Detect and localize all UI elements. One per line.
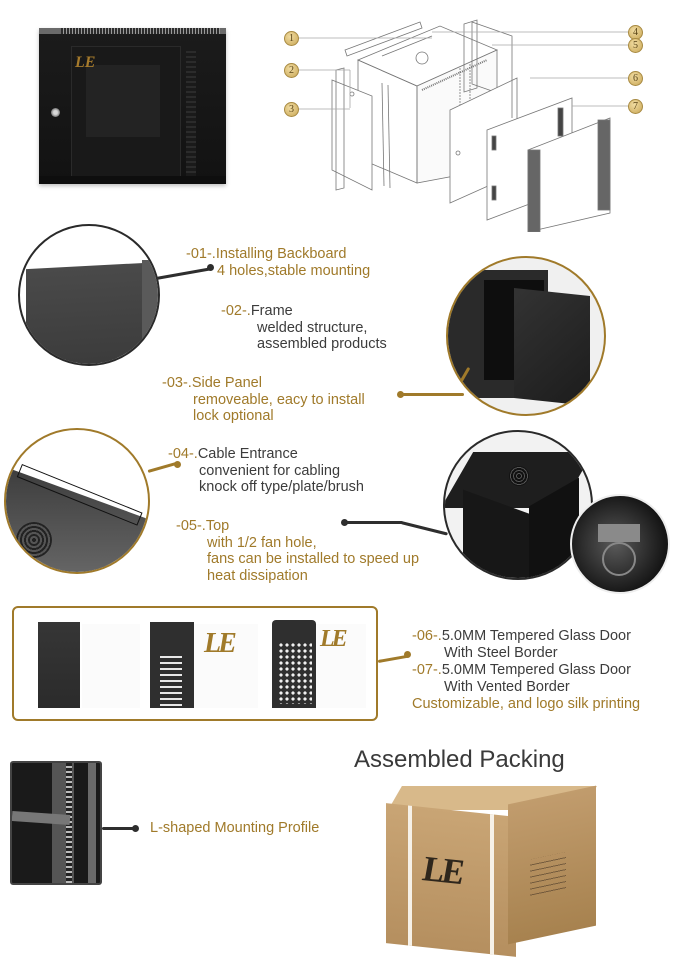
- feature-01-title: Installing Backboard: [215, 246, 347, 262]
- feature-02: -02-.Frame welded structure, assembled p…: [221, 303, 387, 352]
- brand-logo: LE: [204, 628, 237, 659]
- feature-07: -07-.5.0MM Tempered Glass Door: [412, 662, 631, 678]
- top-vent: [61, 28, 220, 34]
- callout-6: 6: [628, 71, 643, 86]
- door-option-plain: [38, 622, 80, 708]
- feature-03: -03-.Side Panel removeable, eacy to inst…: [162, 375, 365, 424]
- feature-06: -06-.5.0MM Tempered Glass Door: [412, 628, 631, 644]
- callout-7: 7: [628, 99, 643, 114]
- fan-icon: [602, 542, 636, 576]
- feature-01: -01-.Installing Backboard 4 holes,stable…: [186, 246, 371, 279]
- feature-04: -04-.Cable Entrance convenient for cabli…: [168, 446, 364, 495]
- mounting-profile-photo: [10, 761, 102, 885]
- leader-line-05: [345, 521, 403, 524]
- cable-entrance-zoom-circle: [4, 428, 150, 574]
- feature-02-title: Frame: [250, 303, 293, 319]
- hex-vents: [278, 642, 312, 704]
- feature-05-title: Top: [205, 518, 230, 534]
- cabinet-front-photo: LE: [39, 28, 226, 184]
- callout-3: 3: [284, 102, 299, 117]
- callout-5: 5: [628, 38, 643, 53]
- leader-line-03: [402, 393, 464, 396]
- glass-door: [71, 46, 181, 180]
- callout-1: 1: [284, 31, 299, 46]
- top-fan-zoom-circle: [443, 430, 593, 580]
- box-label-text: [530, 852, 566, 900]
- door-options-panel: LE LE: [12, 606, 378, 721]
- door-options-text: -06-.5.0MM Tempered Glass Door With Stee…: [412, 628, 641, 712]
- callout-2: 2: [284, 63, 299, 78]
- customization-note: Customizable, and logo silk printing: [412, 696, 641, 712]
- brand-logo: LE: [320, 626, 348, 652]
- door-option-steel-border: [150, 622, 194, 708]
- side-panel-zoom-circle: [446, 256, 606, 416]
- box-logo: LE: [422, 847, 463, 893]
- brand-logo: LE: [75, 54, 96, 71]
- backboard-zoom-circle: [18, 224, 160, 366]
- mounting-profile-label: L-shaped Mounting Profile: [150, 820, 320, 836]
- exploded-diagram: 1 2 3 4 5 6 7: [272, 8, 672, 233]
- slot-vents: [160, 656, 182, 706]
- feature-04-title: Cable Entrance: [197, 446, 298, 462]
- fan-grill-icon: [16, 522, 52, 558]
- mounting-rail: [186, 48, 196, 176]
- packing-box-side: [508, 785, 596, 945]
- packing-box-front: LE: [386, 803, 516, 957]
- packing-title: Assembled Packing: [354, 746, 565, 773]
- leader-line-mounting: [102, 827, 136, 830]
- fan-interior-zoom-circle: [570, 494, 670, 594]
- feature-05: -05-.Top with 1/2 fan hole, fans can be …: [176, 518, 420, 584]
- fan-hole-icon: [509, 466, 529, 486]
- leader-line-06: [377, 654, 408, 663]
- lock-icon: [51, 108, 60, 117]
- feature-03-title: Side Panel: [191, 375, 262, 391]
- exploded-cabinet-drawing: [292, 19, 628, 233]
- door-option-vented-border: [272, 620, 316, 708]
